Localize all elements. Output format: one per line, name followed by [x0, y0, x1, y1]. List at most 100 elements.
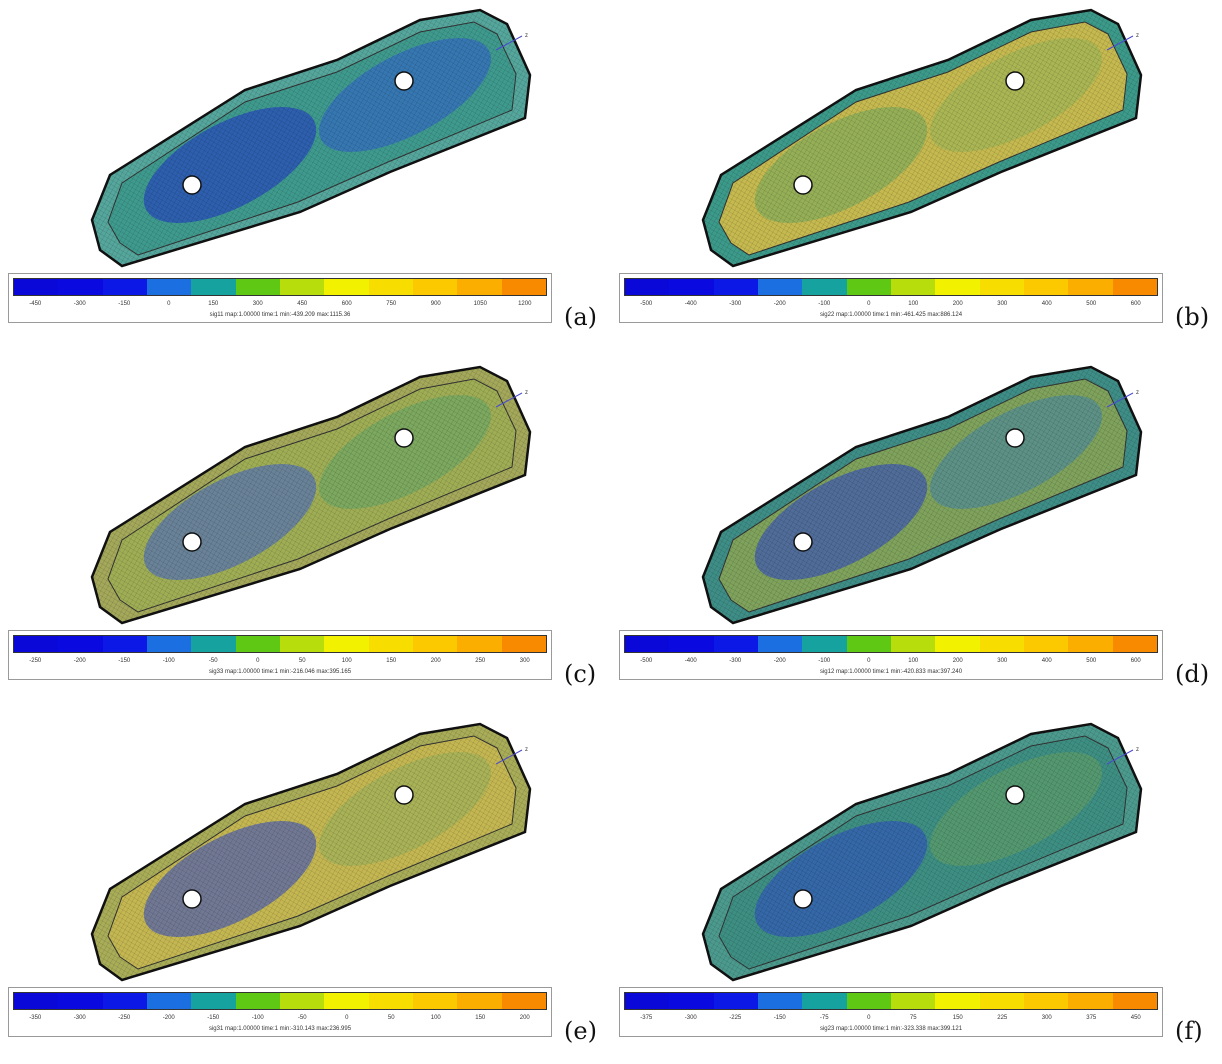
colorbar-tick-label: 75: [909, 1015, 917, 1021]
colorbar-segment: [713, 636, 758, 652]
mesh-overlay: [703, 10, 1141, 266]
colorbar-tick-label: -500: [640, 301, 653, 307]
colorbar-segment: [757, 993, 803, 1009]
mesh-svg: z: [90, 722, 532, 982]
axis-line: [1106, 392, 1134, 408]
colorbar-tick-label: 1200: [518, 301, 532, 307]
colorbar-segment: [713, 279, 758, 295]
colorbar-segment: [58, 993, 103, 1009]
colorbar-tick-label: 225: [997, 1015, 1008, 1021]
colorbar-segment: [802, 636, 847, 652]
colorbar-tick-label: 0: [345, 1015, 349, 1021]
colorbar-tick-label: 750: [386, 301, 397, 307]
bolt-hole: [182, 175, 202, 195]
bolt-hole: [1005, 428, 1025, 448]
legend-caption: sig12 map:1.00000 time:1 min:-420.833 ma…: [819, 669, 963, 675]
colorbar-segment: [58, 636, 103, 652]
colorbar-tick-label: 600: [341, 301, 352, 307]
mesh-svg: z: [90, 365, 532, 625]
axis-label: z: [525, 747, 528, 753]
colorbar-tick-label: 200: [430, 658, 441, 664]
mesh-svg: z: [701, 8, 1143, 268]
mesh-svg: z: [701, 722, 1143, 982]
colorbar-segment: [979, 993, 1024, 1009]
colorbar-tick-label: -150: [118, 301, 131, 307]
colorbar-tick-label: -100: [818, 658, 831, 664]
colorbar-tick-label: -200: [773, 301, 786, 307]
colorbar-segment: [1112, 279, 1157, 295]
colorbar-tick-label: -300: [729, 301, 742, 307]
axis-line: [495, 749, 523, 765]
mesh-plot: z: [611, 0, 1222, 270]
colorbar-segment: [368, 993, 413, 1009]
colorbar-segment: [979, 636, 1024, 652]
panel-label: (a): [564, 303, 598, 331]
colorbar-segment: [979, 279, 1024, 295]
colorbar-segment: [324, 279, 369, 295]
colorbar-tick-label: 100: [430, 1015, 441, 1021]
colorbar: [13, 278, 547, 296]
colorbar-segment: [324, 993, 369, 1009]
colorbar-segment: [1068, 279, 1113, 295]
panel-label: (d): [1175, 660, 1210, 688]
colorbar-segment: [625, 993, 670, 1009]
colorbar-tick-label: -225: [729, 1015, 742, 1021]
colorbar-tick-label: 250: [475, 658, 486, 664]
colorbar-tick-label: -450: [29, 301, 42, 307]
colorbar-segment: [235, 279, 280, 295]
colorbar-segment: [368, 636, 413, 652]
colorbar-tick-label: 300: [1041, 1015, 1052, 1021]
axis-line: [1106, 749, 1134, 765]
colorbar-tick-label: 300: [997, 301, 1008, 307]
colorbar-segment: [191, 279, 236, 295]
colorbar-tick-label: 0: [867, 301, 871, 307]
axis-line: [495, 392, 523, 408]
colorbar-tick-label: 0: [867, 1015, 871, 1021]
legend-caption: sig33 map:1.00000 time:1 min:-216.046 ma…: [208, 669, 352, 675]
axis-label: z: [525, 390, 528, 396]
bolt-hole: [793, 889, 813, 909]
colorbar-tick-label: -100: [162, 658, 175, 664]
panel-label: (f): [1175, 1017, 1203, 1045]
colorbar-segment: [14, 279, 59, 295]
colorbar-tick-label: 0: [256, 658, 260, 664]
colorbar-tick-label: 300: [519, 658, 530, 664]
colorbar-segment: [757, 636, 803, 652]
axis-label: z: [1136, 747, 1139, 753]
colorbar-segment: [890, 636, 936, 652]
colorbar-tick-label: 450: [1130, 1015, 1141, 1021]
colorbar: [624, 635, 1158, 653]
colorbar-segment: [146, 279, 192, 295]
colorbar-tick-label: -100: [251, 1015, 264, 1021]
colorbar-tick-label: 400: [1041, 301, 1052, 307]
colorbar-tick-label: 400: [1041, 658, 1052, 664]
legend-caption: sig31 map:1.00000 time:1 min:-310.143 ma…: [208, 1026, 352, 1032]
colorbar-tick-label: 900: [430, 301, 441, 307]
colorbar-tick-label: -150: [773, 1015, 786, 1021]
colorbar-tick-label: -300: [684, 1015, 697, 1021]
colorbar-tick-label: -50: [297, 1015, 307, 1021]
colorbar-tick-label: 100: [908, 301, 919, 307]
colorbar-segment: [279, 279, 325, 295]
colorbar-tick-label: 150: [475, 1015, 486, 1021]
colorbar-tick-label: 0: [867, 658, 871, 664]
colorbar: [13, 992, 547, 1010]
mesh-svg: z: [90, 8, 532, 268]
colorbar-segment: [1068, 636, 1113, 652]
colorbar: [13, 635, 547, 653]
colorbar-tick-label: 200: [952, 658, 963, 664]
colorbar-tick-label: 500: [1086, 301, 1097, 307]
mesh-overlay: [92, 724, 530, 980]
colorbar-segment: [102, 993, 147, 1009]
mesh-plot: z: [611, 714, 1222, 984]
colorbar-segment: [501, 636, 546, 652]
colorbar-tick-label: -75: [819, 1015, 829, 1021]
mesh-plot: z: [0, 714, 611, 984]
